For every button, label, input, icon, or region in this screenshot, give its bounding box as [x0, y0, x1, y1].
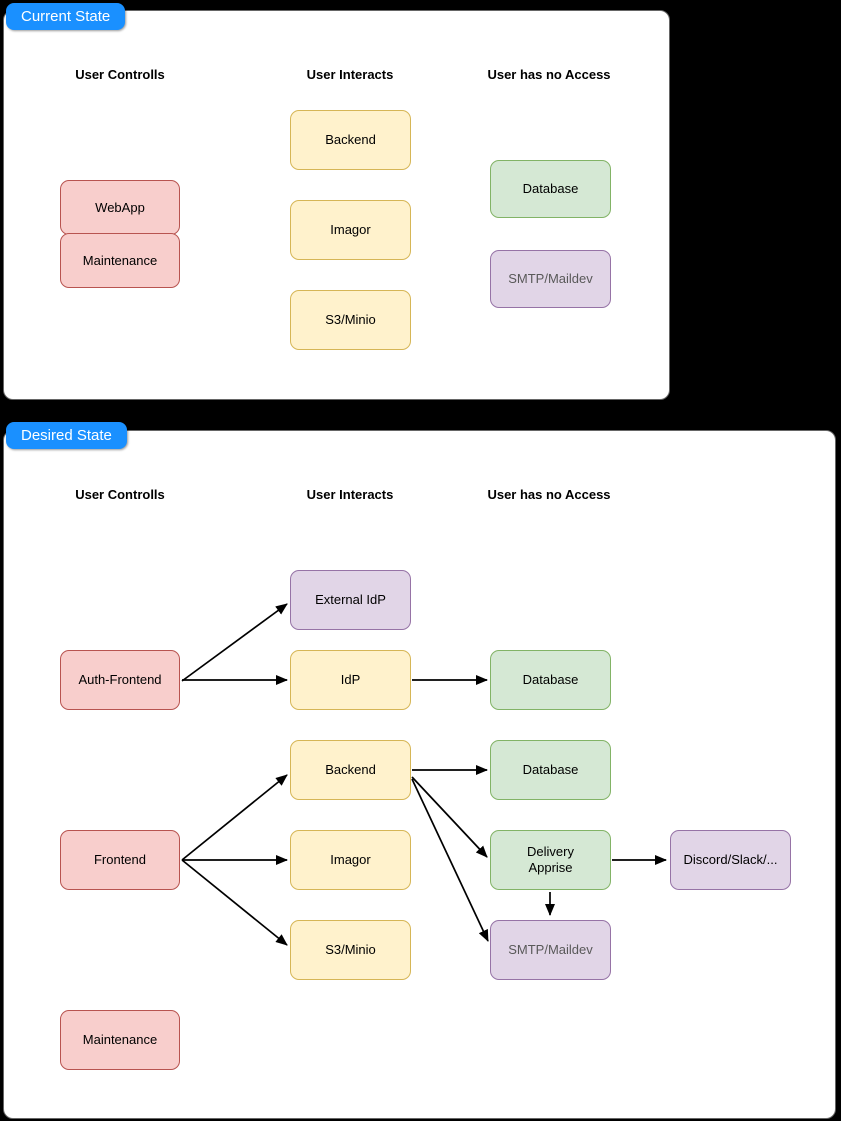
auth-frontend-node: Auth-Frontend — [60, 650, 180, 710]
imagor-current-node: Imagor — [290, 200, 411, 260]
s3-minio-current-node: S3/Minio — [290, 290, 411, 350]
s3-minio-node: S3/Minio — [290, 920, 411, 980]
database-idp-node: Database — [490, 650, 611, 710]
delivery-apprise-node: Delivery Apprise — [490, 830, 611, 890]
column-header: User Controlls — [75, 67, 165, 82]
imagor-node: Imagor — [290, 830, 411, 890]
external-idp-node: External IdP — [290, 570, 411, 630]
webapp-node: WebApp — [60, 180, 180, 235]
smtp-maildev-node: SMTP/Maildev — [490, 920, 611, 980]
column-header: User Interacts — [306, 67, 394, 82]
idp-node: IdP — [290, 650, 411, 710]
backend-node: Backend — [290, 740, 411, 800]
column-header: User has no Access — [487, 487, 611, 502]
desired-state-panel — [3, 430, 836, 1119]
smtp-maildev-current-node: SMTP/Maildev — [490, 250, 611, 308]
discord-slack-node: Discord/Slack/... — [670, 830, 791, 890]
database-current-node: Database — [490, 160, 611, 218]
maintenance-current-node: Maintenance — [60, 233, 180, 288]
database-backend-node: Database — [490, 740, 611, 800]
maintenance-node: Maintenance — [60, 1010, 180, 1070]
column-header: User has no Access — [487, 67, 611, 82]
backend-current-node: Backend — [290, 110, 411, 170]
frontend-node: Frontend — [60, 830, 180, 890]
desired-state-title-badge: Desired State — [6, 422, 127, 449]
column-header: User Controlls — [75, 487, 165, 502]
current-state-title-badge: Current State — [6, 3, 126, 30]
column-header: User Interacts — [306, 487, 394, 502]
